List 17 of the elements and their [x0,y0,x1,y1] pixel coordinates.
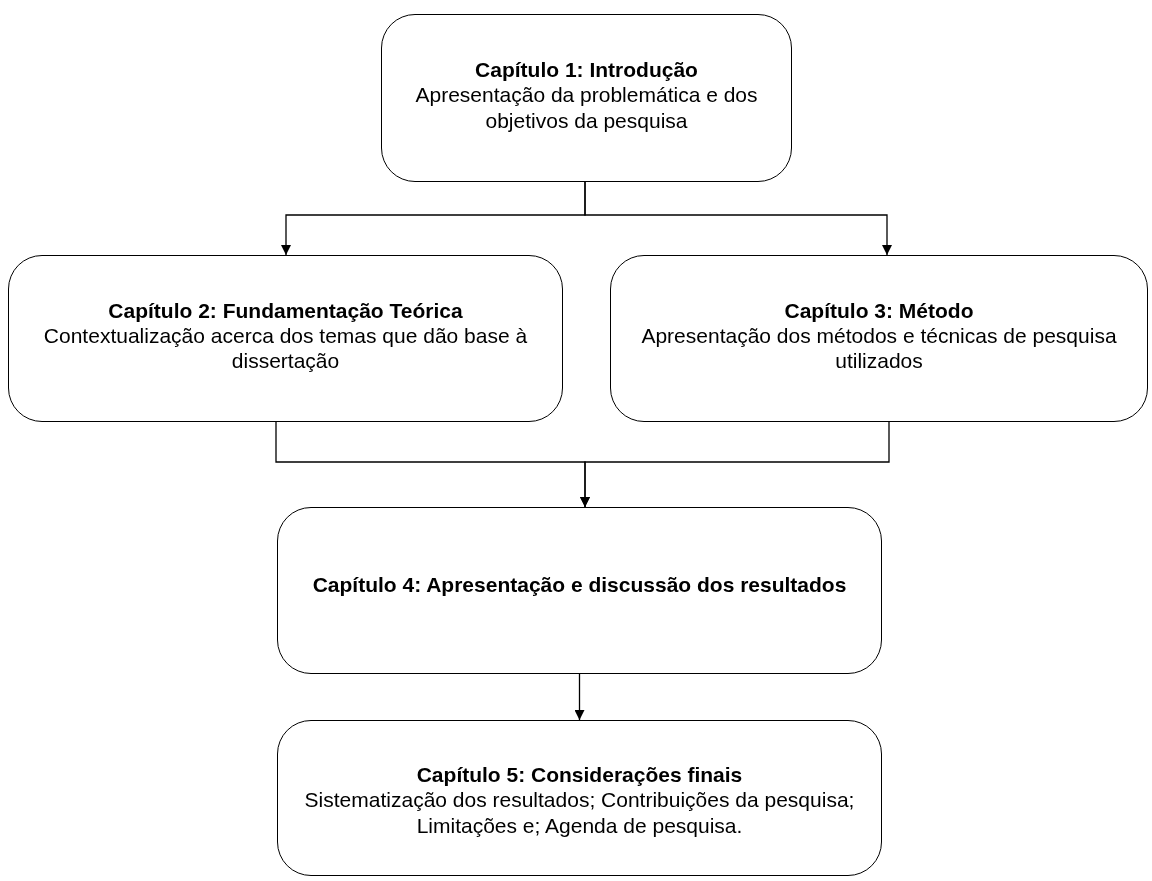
chapter-description: Contextualização acerca dos temas que dão base à dissertação [42,322,529,374]
rounded-box [8,255,563,422]
rounded-box [381,14,792,182]
chapter-description: Sistematização dos resultados; Contribuições da pesquisa; Limitações e; Agenda de pesquisa. [303,787,856,838]
rounded-box [610,255,1148,422]
connector-arrow [574,673,585,721]
rounded-box [277,507,882,674]
rounded-box [277,720,882,876]
connector-arrow [584,181,892,256]
chapter-title: Capítulo 1: Introdução [475,57,698,83]
chapter-title: Capítulo 4: Apresentação e discussão dos resultados [312,571,847,598]
chapter-title: Capítulo 2: Fundamentação Teórica [108,297,463,323]
chapter-title: Capítulo 3: Método [784,297,974,323]
chapter-description: Apresentação da problemática e dos objetivos da pesquisa [414,82,759,133]
chapter-description: Apresentação dos métodos e técnicas de pesquisa utilizados [640,322,1118,374]
connector-arrow [580,421,890,508]
chapter-title: Capítulo 5: Considerações finais [416,762,743,788]
